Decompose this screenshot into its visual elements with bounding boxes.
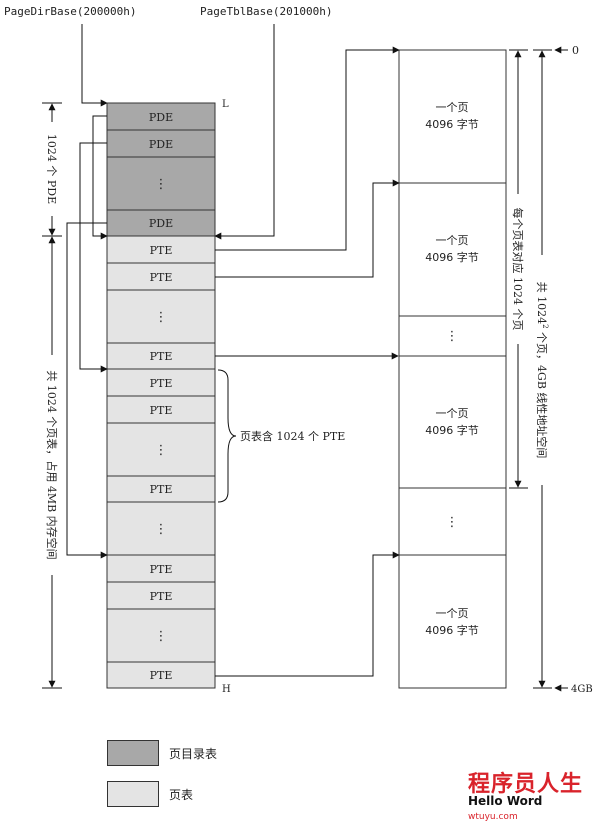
pte-entry <box>106 342 216 370</box>
ellipsis: ⋮ <box>446 329 459 344</box>
legend: 页目录表 页表 <box>107 740 307 810</box>
watermark-site: wtuyu.com <box>468 812 518 822</box>
page-dir-base-arrow <box>81 24 108 107</box>
legend-item-page-directory: 页目录表 <box>107 740 217 766</box>
pte-ellipsis-block <box>106 422 216 477</box>
pte-entry <box>106 475 216 503</box>
high-marker: H <box>222 684 231 695</box>
ellipsis: ⋮ <box>155 629 168 644</box>
legend-label: 页目录表 <box>169 746 218 761</box>
pde-entry <box>106 209 216 237</box>
pte-to-page-arrow <box>215 551 400 677</box>
page-label-line2: 4096 字节 <box>425 623 479 637</box>
pte-label: PTE <box>150 377 173 390</box>
page-directory-table <box>106 102 216 237</box>
physical-pages <box>398 49 507 689</box>
pde-to-pte-arrow <box>66 222 108 559</box>
pte-to-page-arrow <box>215 179 400 278</box>
pte-ellipsis-block <box>106 608 216 663</box>
ellipsis: ⋮ <box>155 310 168 325</box>
low-marker: L <box>222 99 229 110</box>
per-table-label: 每个页表对应 1024 个页 <box>511 208 525 331</box>
page-label-line1: 一个页 <box>436 407 469 420</box>
legend-item-page-table: 页表 <box>107 781 193 807</box>
pte-entry <box>106 554 216 583</box>
ellipsis: ⋮ <box>446 515 459 530</box>
watermark-title: 程序员人生 <box>468 772 584 797</box>
legend-label: 页表 <box>169 787 194 802</box>
pde-to-pte-arrow <box>92 115 108 240</box>
page-label-line2: 4096 字节 <box>425 250 479 264</box>
pte-label: PTE <box>150 483 173 496</box>
total-pages-label: 共 10242 个页，4GB 线性地址空间 <box>535 282 549 459</box>
page-label-line2: 4096 字节 <box>425 117 479 131</box>
pte-label: PTE <box>150 669 173 682</box>
pde-entry <box>106 129 216 158</box>
total-pages-exp: 2 <box>541 324 549 328</box>
pde-label: PDE <box>149 217 173 230</box>
pde-label: PDE <box>149 111 173 124</box>
pte-label: PTE <box>150 590 173 603</box>
page-ellipsis-block <box>398 487 507 556</box>
pte-tables-label: 共 1024 个页表，占用 4MB 内存空间 <box>45 370 59 559</box>
pte-label: PTE <box>150 271 173 284</box>
pte-label: PTE <box>150 404 173 417</box>
page-tables <box>106 235 216 689</box>
pte-label: PTE <box>150 563 173 576</box>
legend-swatch <box>107 781 159 807</box>
watermark: 程序员人生 Hello Word wtuyu.com <box>466 766 596 822</box>
page-label-line1: 一个页 <box>436 101 469 114</box>
ellipsis: ⋮ <box>155 522 168 537</box>
page-label-line1: 一个页 <box>436 234 469 247</box>
pte-entry <box>106 262 216 291</box>
page-ellipsis-block <box>398 315 507 357</box>
watermark-hello: Hello Word <box>468 794 543 808</box>
page-tbl-base-label: PageTblBase(201000h) <box>200 5 332 18</box>
pte-to-page-arrow <box>215 46 400 251</box>
ellipsis: ⋮ <box>155 177 168 192</box>
page-frame <box>398 49 507 184</box>
page-frame <box>398 554 507 689</box>
page-label-line2: 4096 字节 <box>425 423 479 437</box>
pte-entry <box>106 661 216 689</box>
pde-to-pte-arrow <box>79 142 108 373</box>
ellipsis: ⋮ <box>155 443 168 458</box>
pde-label: PDE <box>149 138 173 151</box>
page-tbl-base-arrow <box>214 24 275 240</box>
pde-count-label: 1024 个 PDE <box>45 134 58 204</box>
addr-zero: 0 <box>572 44 579 57</box>
page-table-brace-label: 页表含 1024 个 PTE <box>240 429 345 443</box>
page-table-brace <box>217 369 237 503</box>
page-label-line1: 一个页 <box>436 607 469 620</box>
total-pages-prefix: 共 1024 <box>535 282 548 325</box>
pte-label: PTE <box>150 350 173 363</box>
page-frame <box>398 182 507 317</box>
pde-entry <box>106 102 216 131</box>
pte-entry <box>106 395 216 424</box>
addr-4gb: 4GB <box>571 684 593 695</box>
pte-label: PTE <box>150 244 173 257</box>
total-pages-suffix: 个页，4GB 线性地址空间 <box>535 329 549 459</box>
page-frame <box>398 355 507 489</box>
legend-swatch <box>107 740 159 766</box>
watermark-subtitle: Hello Word wtuyu.com <box>468 794 596 822</box>
pde-ellipsis-block <box>106 156 216 211</box>
page-dir-base-label: PageDirBase(200000h) <box>4 5 136 18</box>
